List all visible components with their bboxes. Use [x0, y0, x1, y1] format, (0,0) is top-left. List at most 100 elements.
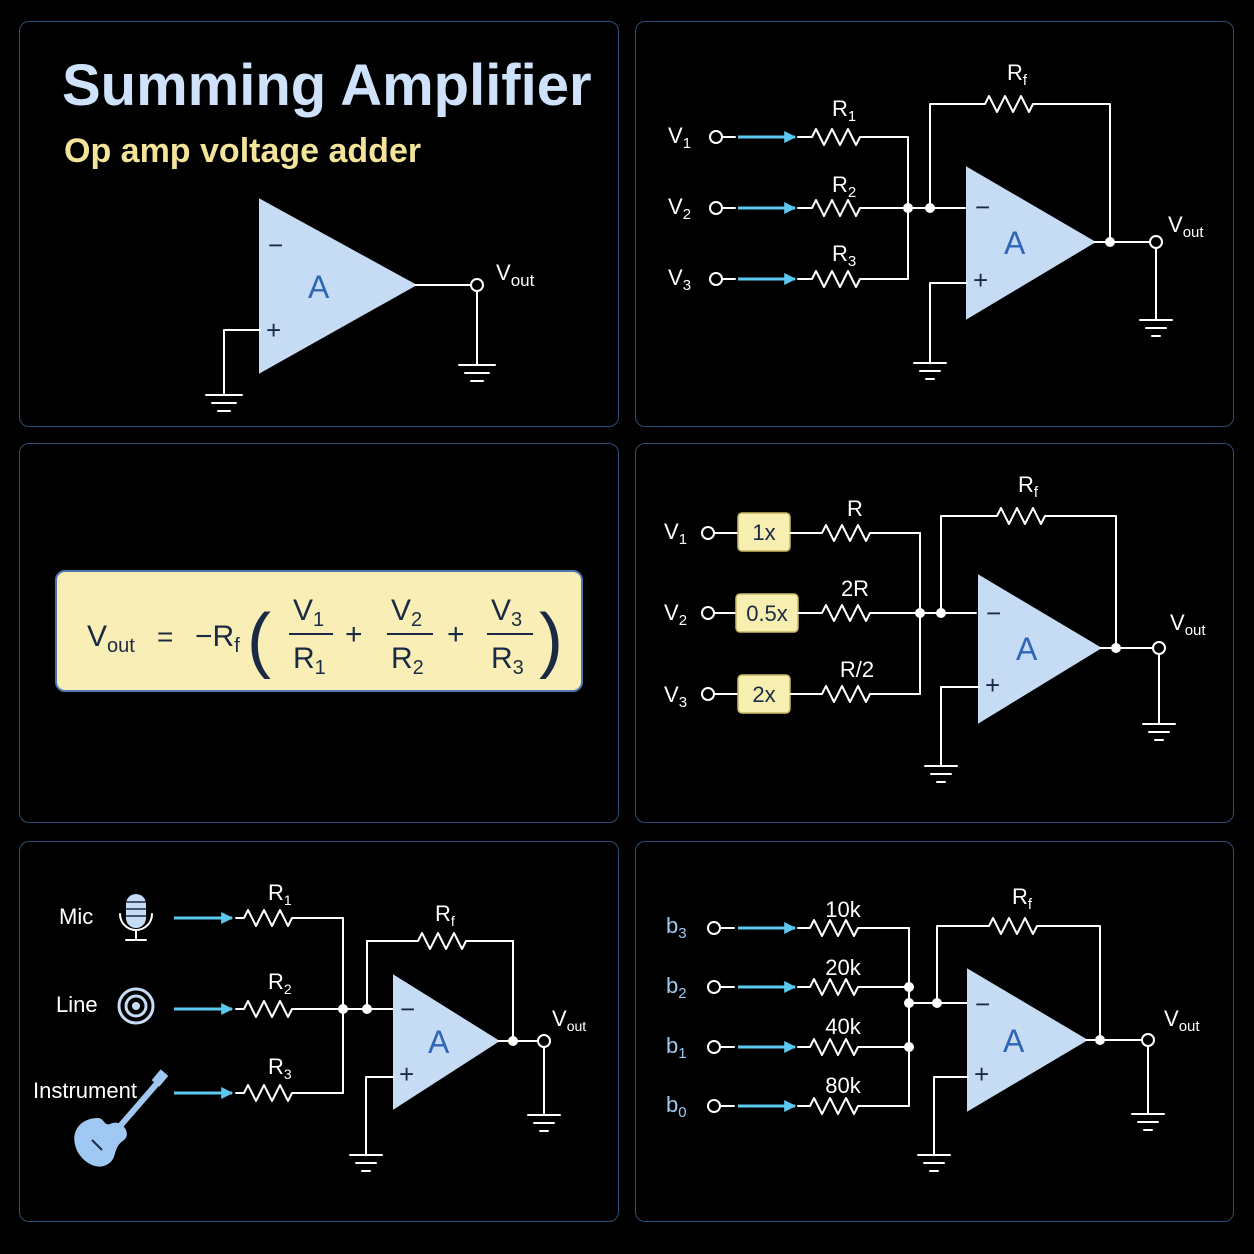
ground-icon: [913, 362, 947, 380]
input-label: V3: [668, 265, 691, 294]
ground-icon: [1139, 319, 1173, 337]
vout-label: Vout: [1164, 1006, 1200, 1035]
noninverting-wire: [365, 1076, 395, 1156]
input-terminal: [701, 687, 715, 701]
opamp-minus: −: [975, 989, 990, 1019]
input-terminal: [701, 606, 715, 620]
output-terminal: [537, 1034, 551, 1048]
junction-dot: [1095, 1035, 1105, 1045]
formula-neg-rf: −Rf: [195, 620, 240, 657]
summing-bus: [907, 136, 966, 280]
panel-binary-dac: [635, 841, 1234, 1222]
formula-term-2-num: V2: [391, 594, 422, 631]
opamp-label: A: [1003, 1023, 1025, 1059]
formula-term-1-den: R1: [293, 642, 326, 679]
opamp-symbol: [393, 974, 500, 1110]
opamp-plus: +: [973, 265, 988, 295]
mixer-input-label: Mic: [59, 904, 93, 929]
basic-summer-diagram: V1 R1 V2 R2 V3 R3 Rf: [668, 60, 1204, 380]
rca-jack-icon: [117, 987, 155, 1025]
input-terminal: [701, 526, 715, 540]
resistor-r3: [235, 1084, 344, 1102]
input-terminal: [707, 1040, 721, 1054]
panel-title: [19, 21, 619, 427]
junction-dot: [508, 1036, 518, 1046]
dac-row-b3: b3 10k: [666, 897, 910, 942]
opamp-plus: +: [266, 315, 281, 345]
opamp-symbol: [978, 574, 1102, 724]
panel-basic-summer: [635, 21, 1234, 427]
opamp-minus: −: [268, 230, 283, 260]
output-terminal: [1141, 1033, 1155, 1047]
resistor: [789, 524, 921, 542]
resistor-label: R1: [268, 880, 292, 908]
ground-icon: [924, 765, 958, 783]
gain-label: 1x: [752, 520, 775, 545]
opamp-minus: −: [986, 598, 1001, 628]
binary-dac-diagram: b3 10k b2 20k b1 40k b0: [666, 884, 1200, 1172]
page-subtitle: Op amp voltage adder: [64, 132, 422, 170]
ground-icon: [458, 364, 496, 382]
resistor-label: R3: [832, 241, 856, 270]
input-terminal: [707, 980, 721, 994]
resistor-label: 2R: [841, 576, 869, 601]
formula-term-3-den: R3: [491, 642, 524, 679]
dac-row-b0: b0 80k: [666, 1073, 910, 1121]
vout-label: Vout: [1170, 610, 1206, 639]
feedback-resistor: [936, 917, 1101, 1041]
feedback-resistor: [366, 932, 514, 1042]
input-row-3: V3 R3: [668, 241, 909, 294]
rf-label: Rf: [435, 901, 455, 929]
formula-open-paren: (: [247, 600, 271, 680]
page-title: Summing Amplifier: [62, 53, 592, 118]
output-terminal: [1149, 235, 1163, 249]
opamp-label: A: [1004, 225, 1026, 261]
junction-dot: [915, 608, 925, 618]
input-terminal: [709, 130, 723, 144]
opamp-symbol: [967, 968, 1088, 1112]
gain-label: 0.5x: [746, 601, 788, 626]
input-row-1: V1 R1: [668, 96, 909, 152]
input-terminal: [709, 272, 723, 286]
formula-close-paren: ): [539, 600, 563, 680]
junction-dot: [1111, 643, 1121, 653]
resistor-label: R2: [832, 172, 856, 201]
summing-bus: [919, 532, 977, 695]
formula-term-3-num: V3: [491, 594, 522, 631]
panel-audio-mixer: [19, 841, 619, 1222]
mixer-row-1: R1: [174, 880, 344, 927]
resistor-r2: [235, 1000, 394, 1018]
opamp-plus: +: [985, 670, 1000, 700]
ground-icon: [527, 1114, 561, 1132]
feedback-resistor: [940, 507, 1117, 649]
junction-dot: [1105, 237, 1115, 247]
weighted-row-3: V3 2x R/2: [664, 657, 921, 714]
resistor-label: R/2: [840, 657, 874, 682]
formula-box: Vout = −Rf ( V1 R1 + V2 R2 + V3 R3 ): [55, 570, 583, 692]
opamp-minus: −: [975, 192, 990, 222]
ground-icon: [205, 394, 243, 412]
resistor-label: R: [847, 496, 863, 521]
junction-dot: [903, 203, 913, 213]
resistor: [797, 978, 910, 996]
resistor: [789, 685, 921, 703]
noninverting-wire: [929, 282, 968, 364]
opamp-label: A: [308, 269, 330, 305]
weighted-row-2: V2 0.5x 2R: [664, 576, 921, 633]
input-label: V2: [668, 194, 691, 223]
resistor-label: 10k: [825, 897, 861, 922]
panel-weighted-summer: [635, 443, 1234, 823]
resistor-r1: [235, 909, 344, 927]
noninverting-wire: [223, 329, 261, 396]
opamp-minus: −: [400, 994, 415, 1024]
opamp-symbol: [259, 198, 418, 374]
resistor-label: R2: [268, 969, 292, 997]
opamp-plus: +: [399, 1059, 414, 1089]
weighted-row-1: V1 1x R: [664, 496, 921, 552]
gain-label: 2x: [752, 682, 775, 707]
junction-dot: [338, 1004, 348, 1014]
bit-label: b1: [666, 1033, 687, 1062]
mixer-input-label: Line: [56, 992, 98, 1017]
resistor-label: 80k: [825, 1073, 861, 1098]
opamp-label: A: [1016, 631, 1038, 667]
